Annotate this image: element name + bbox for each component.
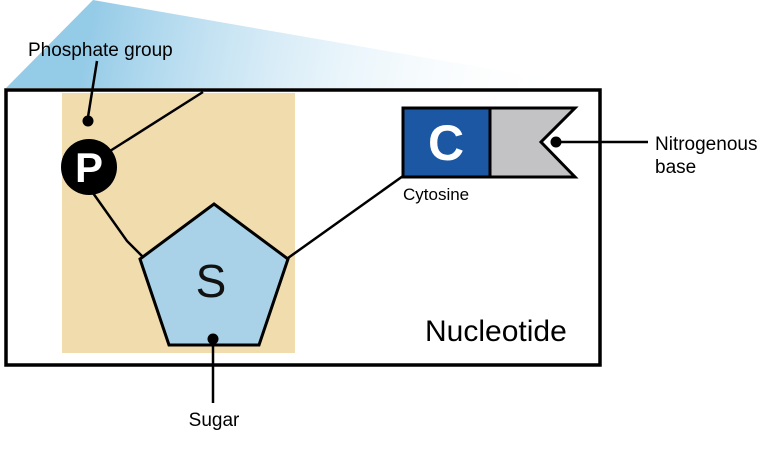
zoom-context-wedge <box>6 0 600 88</box>
nucleotide-box-border <box>4 88 602 367</box>
base-pointer-dot <box>550 136 562 148</box>
phosphate-pointer-dot <box>82 115 94 127</box>
base-symbol: C <box>428 115 464 171</box>
phosphate-group-label: Phosphate group <box>28 40 173 61</box>
phosphate-circle <box>61 139 117 195</box>
nucleotide-label: Nucleotide <box>425 315 567 348</box>
base-symbol-box <box>401 106 492 179</box>
cytosine-label: Cytosine <box>403 185 469 204</box>
phosphate-symbol: P <box>75 144 103 191</box>
sugar-symbol: S <box>196 255 227 307</box>
phosphate-pointer-line <box>86 60 99 118</box>
strand-cut-bond-line <box>109 90 204 153</box>
sugar-label: Sugar <box>189 410 240 431</box>
nitrogenous-base-label-line1: Nitrogenous <box>655 134 757 155</box>
sugar-base-bond-line <box>287 174 404 260</box>
sugar-pointer-dot <box>207 333 219 345</box>
phosphate-sugar-bond-line <box>91 192 147 261</box>
nitrogenous-base-label-line2: base <box>655 157 696 178</box>
